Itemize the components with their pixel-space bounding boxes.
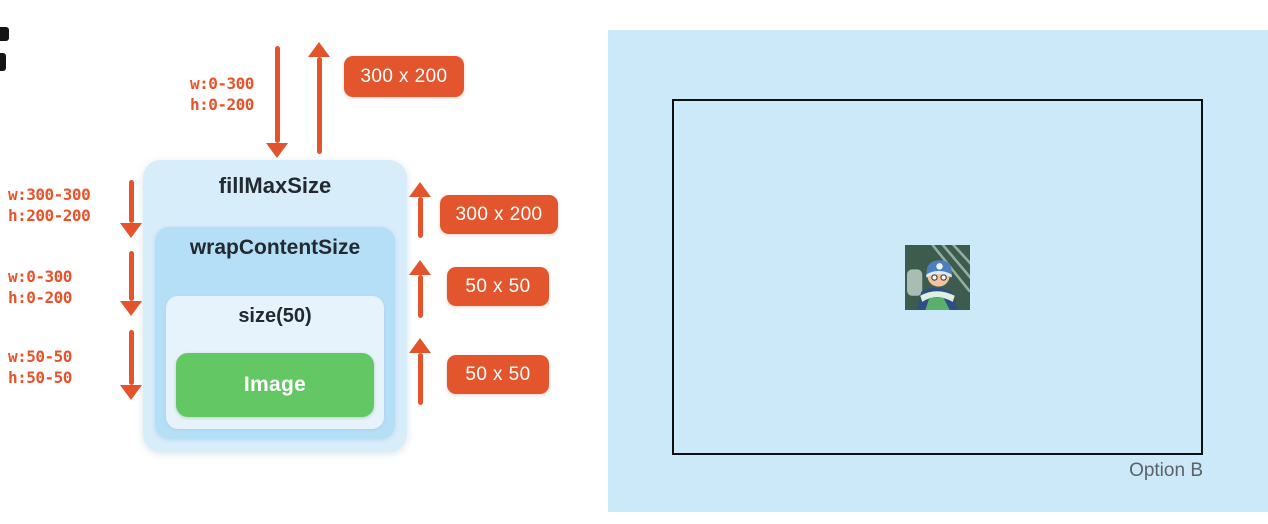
constraint-height: h:200-200 xyxy=(8,206,91,226)
down-arrow-icon xyxy=(120,330,142,400)
up-arrow-icon xyxy=(409,338,431,405)
wrapcontentsize-label: wrapContentSize xyxy=(189,236,361,259)
up-arrow-icon xyxy=(409,260,431,318)
constraint-label-wrapcontentsize: w:0-300 h:0-200 xyxy=(8,266,72,308)
option-caption: Option B xyxy=(1129,460,1203,481)
fillmaxsize-label: fillMaxSize xyxy=(218,173,332,198)
constraint-height: h:0-200 xyxy=(190,95,254,115)
size-badge-fillmaxsize: 300 x 200 xyxy=(440,195,558,234)
constraint-width: w:50-50 xyxy=(8,347,72,366)
size-badge-wrapcontentsize: 50 x 50 xyxy=(447,267,549,306)
constraint-label-size50: w:50-50 h:50-50 xyxy=(8,346,72,388)
fillmaxsize-box: fillMaxSize wrapContentSize size(50) Ima… xyxy=(143,160,407,452)
constraint-width: w:300-300 xyxy=(8,185,91,204)
constraint-height: h:0-200 xyxy=(8,288,72,308)
image-label: Image xyxy=(243,373,307,396)
screen-edge-artifact xyxy=(0,27,9,41)
boy-with-blue-cap-image xyxy=(905,244,970,310)
up-arrow-icon xyxy=(308,42,330,154)
size50-box: size(50) Image xyxy=(166,296,384,429)
down-arrow-icon xyxy=(120,180,142,238)
constraint-label-incoming: w:0-300 h:0-200 xyxy=(190,73,254,115)
constraint-width: w:0-300 xyxy=(190,74,254,93)
up-arrow-icon xyxy=(409,182,431,238)
preview-canvas: Option B xyxy=(608,30,1268,512)
size50-label: size(50) xyxy=(238,305,312,327)
size-badge-incoming: 300 x 200 xyxy=(344,56,464,97)
constraint-width: w:0-300 xyxy=(8,267,72,286)
constraint-height: h:50-50 xyxy=(8,368,72,388)
constraint-label-fillmaxsize: w:300-300 h:200-200 xyxy=(8,184,91,226)
down-arrow-icon xyxy=(266,46,288,158)
down-arrow-icon xyxy=(120,251,142,316)
image-box: Image xyxy=(176,353,374,417)
wrapcontentsize-box: wrapContentSize size(50) Image xyxy=(155,227,395,439)
size-badge-size50: 50 x 50 xyxy=(447,355,549,394)
screen-edge-artifact xyxy=(0,53,6,71)
preview-border-box xyxy=(672,99,1203,455)
